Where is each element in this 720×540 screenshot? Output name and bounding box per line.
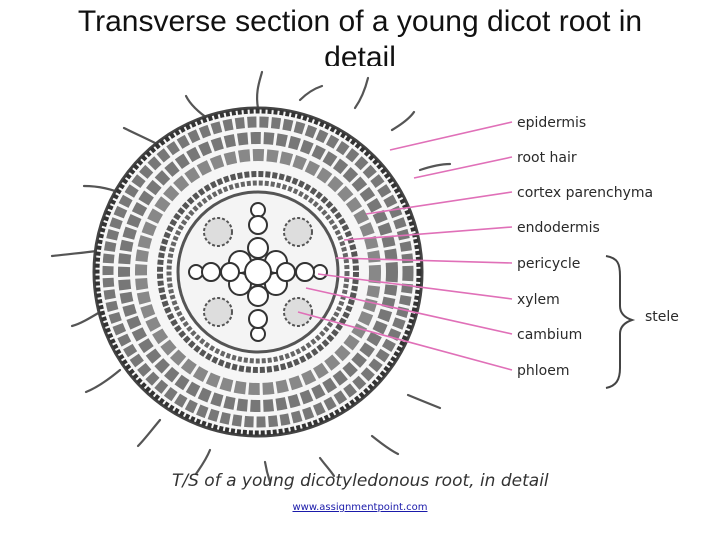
stele-bracket (605, 255, 636, 389)
leader-line-root-hair (413, 156, 513, 179)
cortex-cells-mid (135, 149, 381, 395)
slide-title-text: Transverse section of a young dicot root… (77, 5, 643, 66)
xylem-arms (188, 202, 328, 342)
stele (176, 190, 340, 354)
leader-line-phloem (297, 311, 513, 371)
label-leader-lines (297, 121, 513, 371)
leader-line-cortex-parenchyma (365, 191, 513, 215)
cortex-cells-inner (118, 132, 398, 412)
label-xylem: xylem (517, 292, 560, 308)
slide-title: Transverse section of a young dicot root… (0, 4, 720, 66)
leader-line-endodermis (343, 226, 513, 241)
leader-line-cambium (305, 287, 513, 335)
diagram-caption: T/S of a young dicotyledonous root, in d… (172, 471, 549, 491)
label-list: epidermis root hair cortex parenchyma en… (517, 115, 653, 379)
label-endodermis: endodermis (517, 220, 600, 236)
cortex-cells (102, 116, 414, 428)
leader-line-pericycle (335, 257, 513, 264)
label-cambium: cambium (517, 327, 582, 343)
label-phloem: phloem (517, 363, 569, 379)
stele-label: stele (645, 309, 679, 325)
footer-link[interactable]: www.assignmentpoint.com (292, 502, 428, 513)
label-cortex-parenchyma: cortex parenchyma (517, 185, 653, 201)
epidermis-ring (94, 108, 422, 436)
leader-line-epidermis (389, 121, 513, 151)
label-epidermis: epidermis (517, 115, 586, 131)
label-root-hair: root hair (517, 150, 577, 166)
leader-line-xylem (317, 273, 513, 300)
label-pericycle: pericycle (517, 256, 580, 272)
